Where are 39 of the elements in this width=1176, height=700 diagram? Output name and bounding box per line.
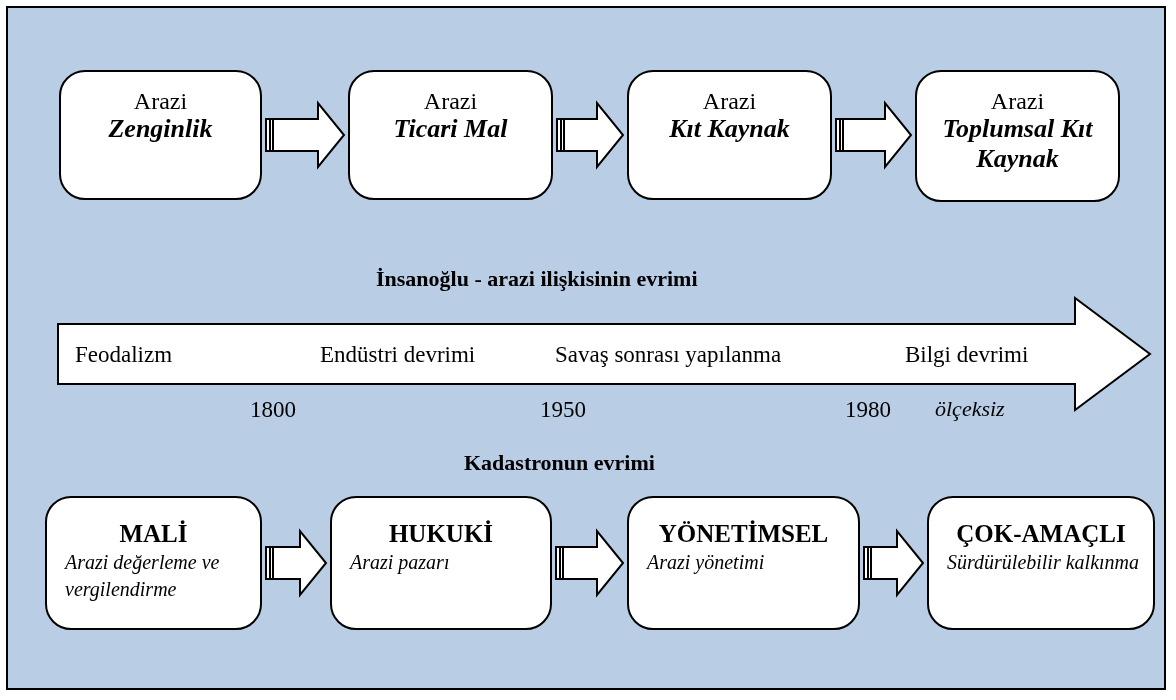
box-title: Arazi bbox=[702, 88, 757, 115]
box-heading: MALİ bbox=[119, 520, 188, 549]
block-arrow bbox=[265, 528, 328, 598]
timeline-mark: 1980 bbox=[845, 398, 891, 421]
timeline-mark: ölçeksiz bbox=[935, 398, 1005, 420]
section-heading: Kadastronun evrimi bbox=[464, 452, 655, 474]
era-label: Feodalizm bbox=[75, 343, 173, 366]
timeline-mark: 1800 bbox=[250, 398, 296, 421]
block-arrow bbox=[556, 100, 625, 170]
box-heading: ÇOK-AMAÇLI bbox=[956, 520, 1126, 549]
box-description: Arazi pazarı bbox=[348, 549, 451, 576]
stage-box bbox=[915, 70, 1120, 202]
timeline-mark: 1950 bbox=[540, 398, 586, 421]
block-arrow bbox=[863, 528, 925, 598]
stage-box bbox=[348, 70, 553, 200]
box-heading: HUKUKİ bbox=[388, 520, 494, 549]
stage-box bbox=[627, 70, 832, 200]
box-subtitle: Zenginlik bbox=[108, 114, 213, 145]
box-description: Sürdürülebilir kalkınma bbox=[946, 549, 1141, 575]
stage-box bbox=[59, 70, 262, 200]
box-subtitle: Kıt Kaynak bbox=[669, 114, 790, 145]
box-heading: YÖNETİMSEL bbox=[658, 520, 829, 549]
box-title: Arazi bbox=[423, 88, 478, 115]
stage-box bbox=[330, 496, 552, 630]
era-label: Savaş sonrası yapılanma bbox=[555, 343, 782, 366]
block-arrow bbox=[265, 100, 346, 170]
stage-box bbox=[45, 496, 262, 630]
block-arrow bbox=[555, 528, 625, 598]
box-description: Arazi yönetimi bbox=[645, 549, 766, 576]
box-title: Arazi bbox=[990, 88, 1045, 115]
era-label: Endüstri devrimi bbox=[320, 343, 476, 366]
era-label: Bilgi devrimi bbox=[905, 343, 1029, 366]
block-arrow bbox=[835, 100, 913, 170]
stage-box bbox=[627, 496, 860, 630]
box-description: Arazi değerleme ve vergilendirme bbox=[63, 549, 221, 603]
box-subtitle: Toplumsal Kıt Kaynak bbox=[941, 114, 1094, 175]
stage-box bbox=[927, 496, 1155, 630]
box-subtitle: Ticari Mal bbox=[393, 114, 508, 145]
box-title: Arazi bbox=[133, 88, 188, 115]
